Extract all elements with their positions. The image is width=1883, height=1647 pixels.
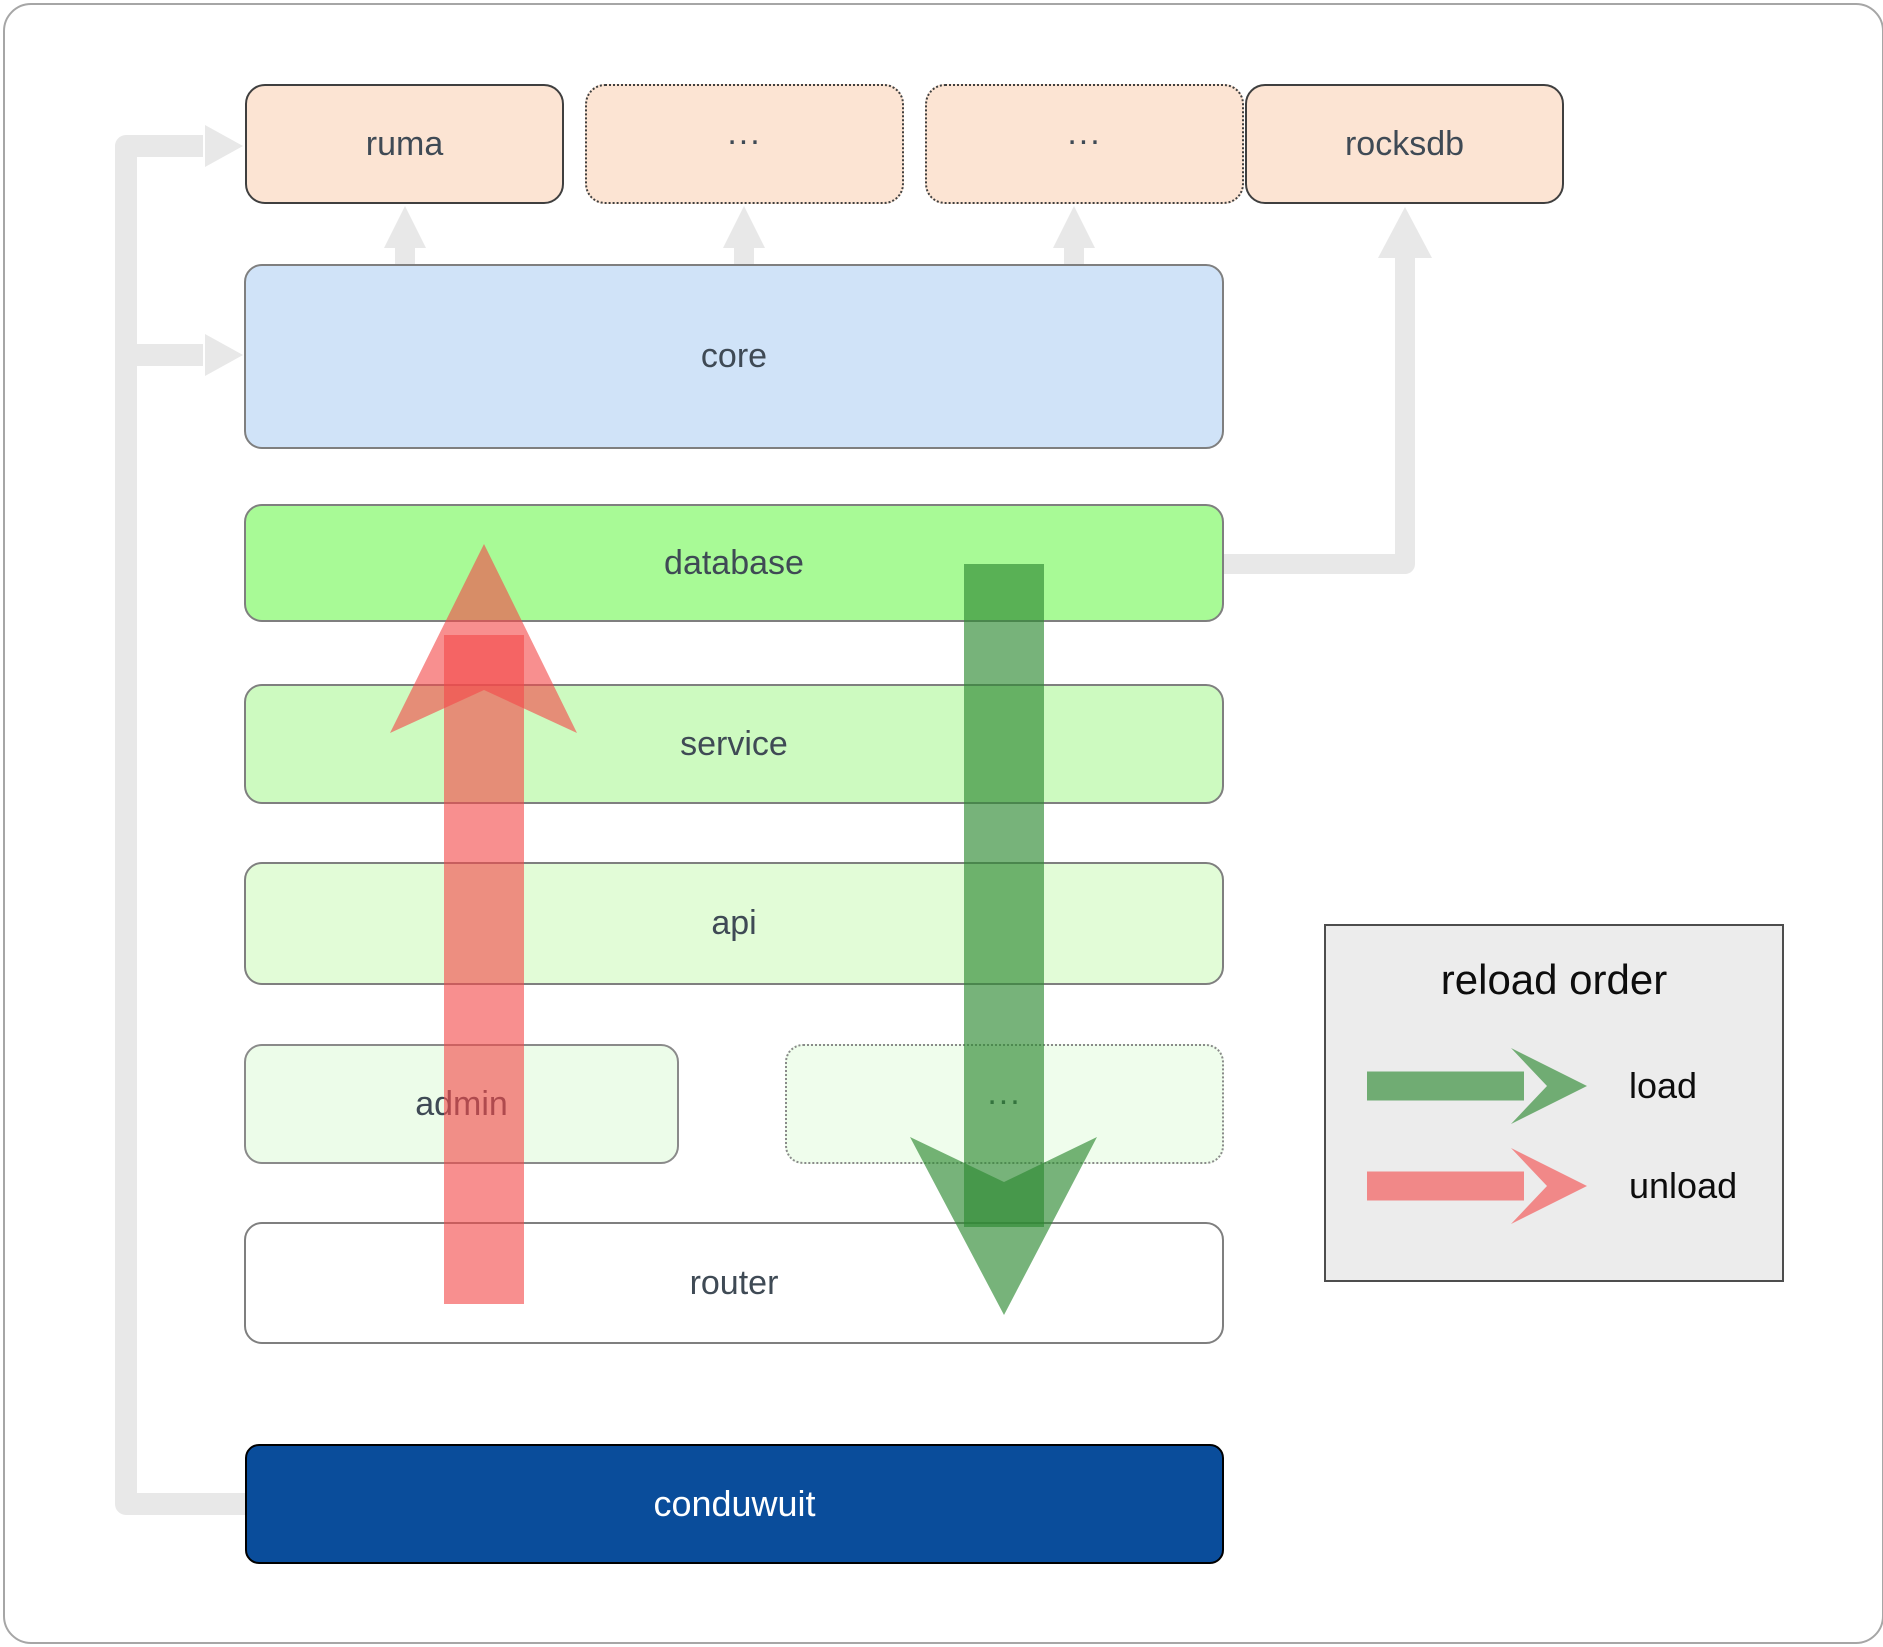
box-api-label: api <box>711 904 757 942</box>
box-core: core <box>244 264 1224 449</box>
legend: reload order load unload <box>1324 924 1784 1282</box>
box-conduwuit-label: conduwuit <box>653 1483 816 1524</box>
box-admin-ellipsis: ... <box>785 1044 1224 1164</box>
arrowhead-to-core <box>205 334 243 376</box>
box-router-label: router <box>689 1263 779 1302</box>
box-database-label: database <box>664 543 804 582</box>
legend-load-label: load <box>1629 1065 1698 1106</box>
box-ruma-label: ruma <box>365 124 444 163</box>
box-admin-label: admin <box>415 1084 508 1123</box>
box-rocksdb: rocksdb <box>1245 84 1564 204</box>
box-ellipsis-1: ... <box>585 84 904 204</box>
arrowhead-to-ruma <box>205 125 243 167</box>
box-database: database <box>244 504 1224 622</box>
conduwuit-to-ruma-core-connector <box>115 125 245 1515</box>
arrowhead-to-rocksdb <box>1378 207 1432 258</box>
box-service-label: service <box>680 724 788 763</box>
unload-arrow-icon <box>1367 1148 1587 1224</box>
box-admin: admin <box>244 1044 679 1164</box>
box-admin-ellipsis-label: ... <box>987 1073 1022 1112</box>
box-core-label: core <box>700 337 768 375</box>
diagram-canvas: ruma ... ... rocksdb core database servi… <box>3 3 1883 1644</box>
box-service: service <box>244 684 1224 804</box>
load-arrow-icon <box>1367 1048 1587 1124</box>
legend-unload-label: unload <box>1629 1165 1738 1206</box>
box-rocksdb-label: rocksdb <box>1344 124 1465 163</box>
reload-order-arrows <box>390 544 1097 1315</box>
connector-arrows <box>115 125 1432 1515</box>
database-to-rocksdb-connector <box>1224 207 1432 574</box>
legend-title: reload order <box>1440 956 1668 1003</box>
core-to-top-row-arrows <box>384 206 1095 265</box>
box-api: api <box>244 862 1224 985</box>
box-ellipsis-1-label: ... <box>727 113 762 152</box>
box-conduwuit: conduwuit <box>245 1444 1224 1564</box>
legend-row-load: load <box>1367 1048 1697 1124</box>
box-ellipsis-2: ... <box>925 84 1244 204</box>
box-router: router <box>244 1222 1224 1344</box>
legend-row-unload: unload <box>1367 1148 1737 1224</box>
box-ellipsis-2-label: ... <box>1067 113 1102 152</box>
box-ruma: ruma <box>245 84 564 204</box>
